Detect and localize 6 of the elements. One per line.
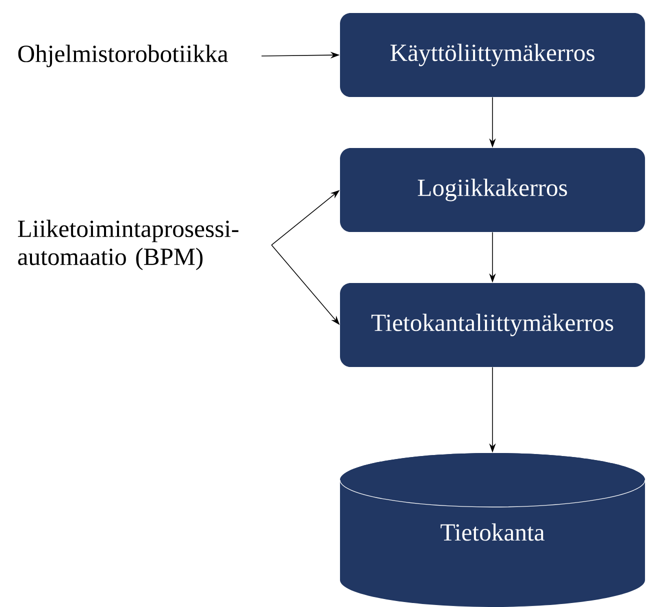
database-cylinder: Tietokanta xyxy=(340,453,646,607)
layer-box: Logiikkakerros xyxy=(340,148,645,232)
side-label: Liiketoimintaprosessi- automaatio (BPM) xyxy=(18,220,238,270)
layer-box: Käyttöliittymäkerros xyxy=(340,13,645,97)
layer-box: Tietokantaliittymäkerros xyxy=(340,283,645,367)
side-label: Ohjelmistorobotiikka xyxy=(18,44,228,68)
